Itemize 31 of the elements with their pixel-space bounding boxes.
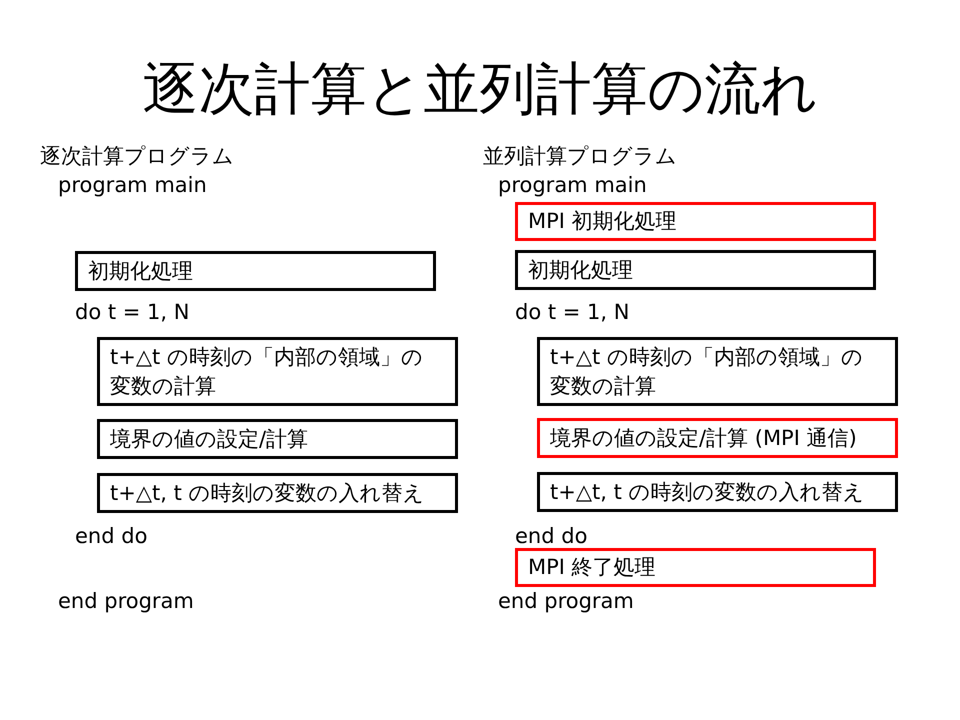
step-text: MPI 終了処理 xyxy=(528,554,656,581)
code-line: end program xyxy=(498,588,634,614)
code-line: end do xyxy=(515,523,588,549)
process-box xyxy=(515,202,876,241)
code-line: do t = 1, N xyxy=(515,299,630,325)
step-text: 境界の値の設定/計算 (MPI 通信) xyxy=(550,424,857,452)
code-line: do t = 1, N xyxy=(75,299,190,325)
code-line: program main xyxy=(58,172,207,198)
process-box xyxy=(97,419,458,459)
process-box xyxy=(537,337,898,406)
code-line: program main xyxy=(498,172,647,198)
step-text: t+△t, t の時刻の変数の入れ替え xyxy=(550,478,864,506)
step-text: t+△t の時刻の「内部の領域」の変数の計算 xyxy=(550,344,864,400)
process-box xyxy=(537,418,898,458)
step-text: MPI 初期化処理 xyxy=(528,208,677,235)
step-text: t+△t, t の時刻の変数の入れ替え xyxy=(110,480,424,506)
process-box xyxy=(75,251,436,291)
step-text: 初期化処理 xyxy=(88,258,193,284)
code-line: end program xyxy=(58,588,194,614)
process-box xyxy=(515,250,876,290)
step-text: 初期化処理 xyxy=(528,256,633,284)
process-box xyxy=(515,548,876,587)
step-text: t+△t の時刻の「内部の領域」の変数の計算 xyxy=(110,344,424,400)
slide-title: 逐次計算と並列計算の流れ xyxy=(142,56,818,124)
process-box xyxy=(97,473,458,513)
process-box xyxy=(97,337,458,406)
process-box xyxy=(537,472,898,512)
step-text: 境界の値の設定/計算 xyxy=(110,426,308,452)
code-line: end do xyxy=(75,523,148,549)
column-heading: 逐次計算プログラム xyxy=(40,143,234,169)
column-heading: 並列計算プログラム xyxy=(483,143,677,169)
